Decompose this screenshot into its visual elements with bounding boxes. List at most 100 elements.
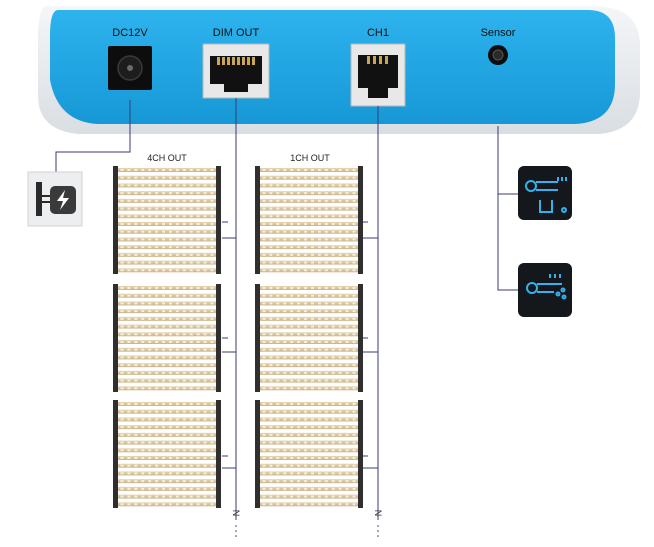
led-chip (148, 215, 152, 218)
led-chip (168, 449, 172, 452)
led-chip (290, 287, 294, 289)
led-chip (141, 215, 145, 218)
led-chip (269, 176, 273, 179)
led-chip (352, 169, 356, 171)
led-strip (118, 309, 216, 314)
plug-lightning-icon (36, 182, 76, 216)
led-chip (120, 403, 124, 405)
led-chip (317, 333, 321, 336)
led-strip (260, 386, 358, 391)
led-chip (189, 503, 193, 506)
led-chip (345, 503, 349, 506)
led-chip (141, 199, 145, 202)
led-chip (155, 253, 159, 256)
led-chip (155, 403, 159, 405)
led-chip (283, 287, 287, 289)
led-chip (304, 333, 308, 336)
led-chip (120, 480, 124, 483)
led-chip (189, 371, 193, 374)
led-chip (134, 294, 138, 297)
led-chip (189, 246, 193, 249)
led-chip (269, 410, 273, 413)
led-chip (317, 403, 321, 405)
led-chip (262, 246, 266, 249)
led-chip (127, 169, 131, 171)
led-chip (120, 487, 124, 490)
led-chip (310, 356, 314, 359)
led-chip (196, 457, 200, 459)
led-chip (352, 441, 356, 444)
led-chip (290, 215, 294, 218)
led-chip (297, 371, 301, 374)
led-chip (317, 449, 321, 452)
led-chip (196, 356, 200, 359)
led-chip (297, 410, 301, 413)
led-chip (127, 310, 131, 313)
led-chip (269, 287, 273, 289)
led-chip (196, 410, 200, 413)
led-chip (290, 199, 294, 202)
led-chip (297, 287, 301, 289)
led-chip (210, 356, 214, 359)
led-chip (155, 480, 159, 483)
led-chip (283, 379, 287, 382)
led-chip (162, 238, 166, 241)
led-chip (155, 379, 159, 382)
led-chip (338, 503, 342, 506)
led-strip (260, 340, 358, 344)
controller-front-panel (50, 10, 615, 124)
led-chip (182, 457, 186, 459)
led-strip (118, 229, 216, 234)
led-chip (210, 480, 214, 483)
led-chip (210, 487, 214, 490)
led-chip (168, 184, 172, 187)
led-panel (255, 284, 363, 392)
led-chip (331, 199, 335, 202)
led-chip (196, 426, 200, 429)
led-chip (262, 356, 266, 359)
led-chip (262, 403, 266, 405)
led-chip (120, 348, 124, 351)
led-chip (310, 333, 314, 336)
led-chip (203, 287, 207, 289)
led-chip (148, 317, 152, 320)
led-chip (338, 184, 342, 187)
led-chip (196, 199, 200, 202)
led-chip (162, 246, 166, 249)
led-chip (148, 457, 152, 459)
led-chip (127, 238, 131, 241)
led-chip (310, 199, 314, 202)
led-chip (331, 302, 335, 305)
led-chip (345, 294, 349, 297)
led-panel-frame (255, 284, 260, 392)
led-chip (345, 246, 349, 249)
power-adapter (27, 171, 83, 227)
led-chip (127, 426, 131, 429)
led-chip (168, 269, 172, 272)
led-chip (338, 410, 342, 413)
led-chip (276, 294, 280, 297)
led-chip (168, 169, 172, 171)
led-chip (283, 215, 287, 218)
led-chip (331, 441, 335, 444)
temperature-humidity-sensor-icon (525, 177, 567, 213)
led-chip (189, 302, 193, 305)
led-chip (210, 433, 214, 436)
wire-sensor (497, 126, 518, 291)
led-chip (276, 379, 280, 382)
led-strip (260, 479, 358, 484)
led-chip (127, 184, 131, 187)
led-chip (210, 403, 214, 405)
led-chip (352, 464, 356, 467)
led-chip (317, 246, 321, 249)
led-chip (175, 472, 179, 475)
led-chip (162, 215, 166, 218)
led-chip (324, 310, 328, 313)
led-chip (338, 310, 342, 313)
led-chip (203, 269, 207, 272)
led-chip (127, 441, 131, 444)
led-chip (182, 487, 186, 490)
led-chip (310, 341, 314, 343)
led-chip (182, 364, 186, 367)
led-chip (210, 294, 214, 297)
